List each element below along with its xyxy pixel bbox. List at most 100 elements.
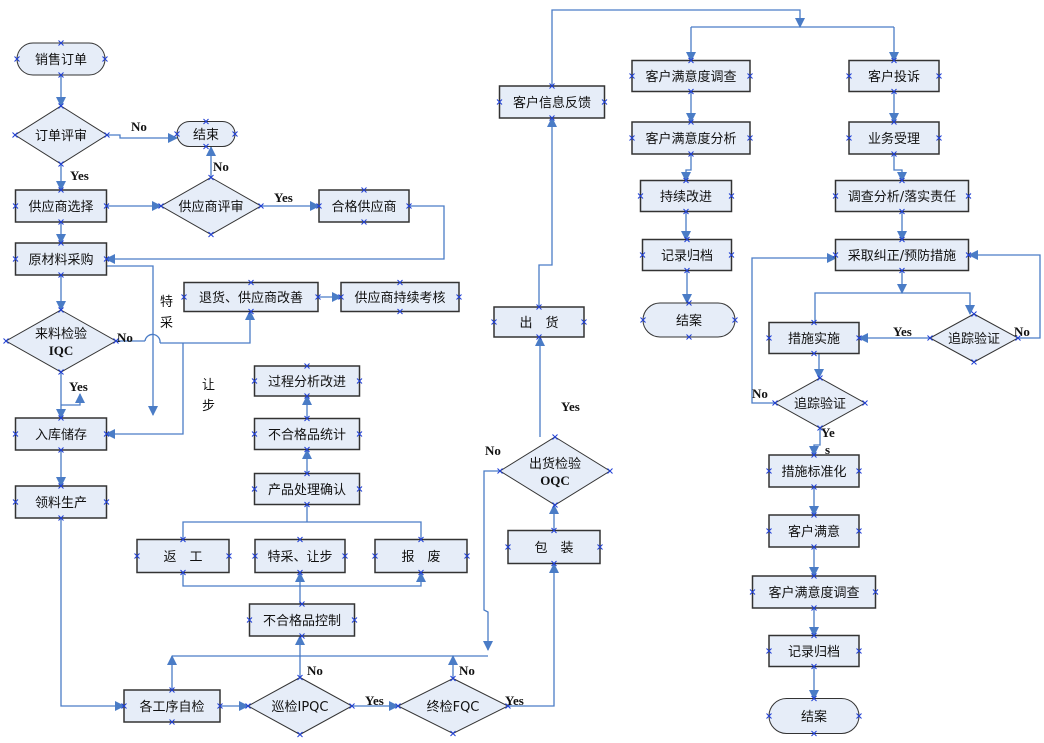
connection-point-icon bbox=[104, 132, 110, 138]
edge-label: Yes bbox=[365, 693, 384, 708]
connection-point-icon bbox=[174, 131, 180, 137]
flow-node-t4[interactable]: 结案 bbox=[768, 698, 860, 734]
flow-node-b30[interactable]: 客户满意度调查 bbox=[751, 575, 877, 609]
connection-point-icon bbox=[297, 536, 303, 543]
flow-node-b20[interactable]: 客户满意度分析 bbox=[631, 121, 751, 155]
flow-node-b21[interactable]: 持续改进 bbox=[639, 179, 733, 213]
edge-label: No bbox=[307, 663, 323, 678]
connection-point-icon bbox=[251, 486, 258, 492]
connection-point-icon bbox=[252, 553, 258, 559]
connection-point-icon bbox=[299, 633, 305, 639]
flow-node-d8[interactable]: 追踪验证 bbox=[773, 377, 867, 429]
connection-point-icon bbox=[226, 553, 232, 559]
flow-node-b6[interactable]: 入库储存 bbox=[14, 417, 108, 451]
flow-node-b27[interactable]: 措施实施 bbox=[768, 321, 860, 355]
connection-point-icon bbox=[349, 703, 355, 709]
connection-point-icon bbox=[304, 470, 310, 477]
node-label: 巡检IPQC bbox=[272, 700, 329, 715]
flow-node-b15[interactable]: 各工序自检 bbox=[123, 689, 221, 723]
flow-node-b4[interactable]: 退货、供应商改善 bbox=[183, 281, 319, 313]
connection-point-icon bbox=[811, 695, 817, 702]
connection-point-icon bbox=[113, 338, 119, 344]
connector-line bbox=[681, 154, 692, 182]
connector-line bbox=[483, 470, 500, 651]
flow-node-b23[interactable]: 客户投诉 bbox=[848, 59, 940, 93]
connection-point-icon bbox=[232, 131, 238, 137]
connection-point-icon bbox=[552, 434, 558, 440]
connection-point-icon bbox=[686, 300, 692, 306]
flow-node-b5[interactable]: 供应商持续考核 bbox=[340, 281, 460, 313]
connection-point-icon bbox=[361, 187, 367, 193]
connection-point-icon bbox=[597, 544, 603, 550]
flow-node-b31[interactable]: 记录归档 bbox=[768, 634, 860, 668]
flow-node-b17[interactable]: 出 货 bbox=[493, 306, 585, 338]
connection-point-icon bbox=[304, 446, 310, 453]
connection-point-icon bbox=[766, 468, 772, 474]
flow-node-d5[interactable]: 终检FQC bbox=[396, 677, 510, 735]
process-box bbox=[318, 189, 410, 223]
flow-node-b11[interactable]: 返 工 bbox=[136, 538, 230, 574]
flow-node-b8[interactable]: 过程分析改进 bbox=[253, 365, 361, 397]
flow-node-b16[interactable]: 包 装 bbox=[507, 529, 601, 565]
edge-label: Ye bbox=[821, 425, 835, 440]
connection-point-icon bbox=[811, 632, 817, 639]
connection-point-icon bbox=[248, 279, 254, 286]
connection-point-icon bbox=[158, 203, 164, 209]
node-label: 客户满意度分析 bbox=[645, 131, 736, 147]
flow-node-d1[interactable]: 订单评审 bbox=[14, 105, 108, 165]
connection-point-icon bbox=[464, 553, 470, 559]
flow-node-t3[interactable]: 结案 bbox=[642, 302, 736, 338]
edge-label: No bbox=[459, 663, 475, 678]
flow-node-b22[interactable]: 记录归档 bbox=[641, 238, 733, 272]
flow-node-b18[interactable]: 客户信息反馈 bbox=[498, 85, 606, 119]
connection-point-icon bbox=[58, 240, 64, 246]
connection-point-icon bbox=[766, 335, 772, 341]
edge-label: 采 bbox=[160, 316, 173, 331]
connection-point-icon bbox=[749, 589, 756, 595]
flow-node-t2[interactable]: 结束 bbox=[176, 121, 236, 147]
flow-node-b24[interactable]: 业务受理 bbox=[848, 121, 940, 155]
flow-node-b9[interactable]: 不合格品统计 bbox=[253, 417, 361, 451]
connection-point-icon bbox=[134, 553, 140, 559]
connection-point-icon bbox=[936, 73, 942, 79]
connection-point-icon bbox=[856, 713, 862, 719]
flow-node-b7[interactable]: 领料生产 bbox=[14, 485, 108, 519]
connector-hop bbox=[144, 333, 161, 344]
connector-line bbox=[814, 292, 902, 322]
connection-point-icon bbox=[686, 334, 692, 340]
connection-point-icon bbox=[856, 468, 862, 474]
flow-node-b3[interactable]: 原材料采购 bbox=[14, 242, 108, 276]
flow-node-b1[interactable]: 供应商选择 bbox=[14, 189, 108, 223]
flow-node-b12[interactable]: 特采、让步 bbox=[254, 538, 346, 574]
edge-label: Yes bbox=[274, 190, 293, 205]
flow-node-b14[interactable]: 不合格品控制 bbox=[248, 603, 356, 637]
flow-node-d7[interactable]: 追踪验证 bbox=[928, 313, 1020, 363]
connection-point-icon bbox=[248, 308, 254, 315]
connection-point-icon bbox=[251, 431, 258, 437]
flow-node-d4[interactable]: 巡检IPQC bbox=[246, 676, 354, 736]
connection-point-icon bbox=[304, 501, 310, 508]
flow-node-b26[interactable]: 采取纠正/预防措施 bbox=[834, 238, 970, 272]
node-label: 业务受理 bbox=[868, 131, 920, 147]
flow-node-b25[interactable]: 调查分析/落实责任 bbox=[834, 179, 970, 213]
flow-node-b2[interactable]: 合格供应商 bbox=[318, 189, 410, 223]
flow-node-b29[interactable]: 客户满意 bbox=[768, 514, 860, 548]
flow-node-b13[interactable]: 报 废 bbox=[374, 538, 468, 574]
connection-point-icon bbox=[505, 703, 511, 709]
flow-node-b19[interactable]: 客户满意度调查 bbox=[631, 59, 751, 93]
connector-line bbox=[508, 563, 559, 707]
flow-node-d2[interactable]: 供应商评审 bbox=[159, 176, 263, 236]
flow-node-b10[interactable]: 产品处理确认 bbox=[253, 472, 361, 506]
process-box bbox=[14, 242, 108, 276]
connection-point-icon bbox=[315, 294, 321, 300]
edge-label: 特 bbox=[160, 295, 173, 310]
node-label: 过程分析改进 bbox=[268, 375, 346, 390]
flow-node-b28[interactable]: 措施标准化 bbox=[768, 454, 860, 488]
connection-point-icon bbox=[639, 252, 646, 258]
connection-point-icon bbox=[862, 400, 868, 406]
flow-node-n1[interactable]: 销售订单 bbox=[16, 42, 106, 76]
edge-label: No bbox=[752, 386, 768, 401]
